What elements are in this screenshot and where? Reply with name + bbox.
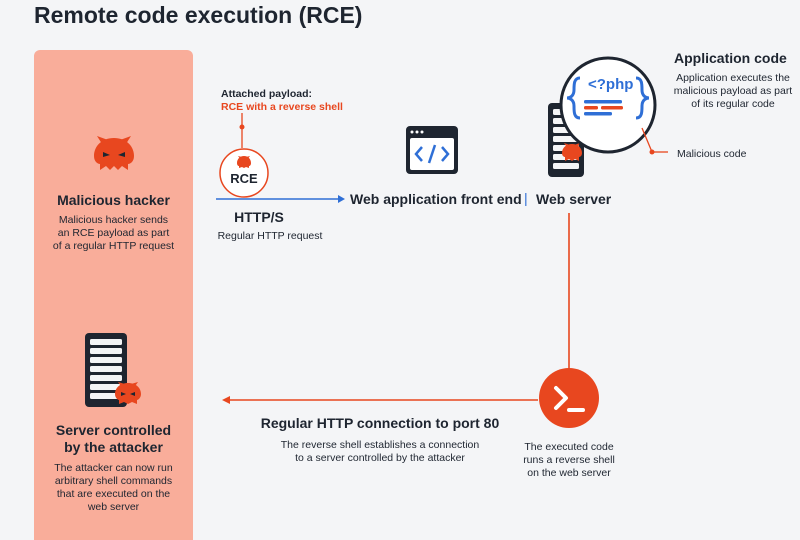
rce-badge-label: RCE	[230, 171, 258, 186]
payload-label: Attached payload:	[221, 88, 313, 100]
browser-window-icon	[406, 126, 458, 174]
app-code-magnifier	[559, 56, 657, 154]
http-label: HTTP/S	[234, 209, 284, 225]
app-code-description: Application executes the malicious paylo…	[673, 72, 793, 110]
malicious-code-pointer	[641, 127, 653, 153]
server-devil-icon	[562, 143, 582, 161]
hacker-description: Malicious hacker sends an RCE payload as…	[52, 214, 175, 252]
page-title: Remote code execution (RCE)	[34, 2, 363, 28]
label-separator: |	[524, 190, 528, 206]
rce-payload-circle	[219, 148, 269, 198]
payload-pointer-dot	[239, 124, 245, 130]
hacker-label: Malicious hacker	[57, 192, 170, 208]
small-devil-icon	[237, 156, 251, 168]
php-tag-text: <?php	[588, 76, 634, 93]
frontend-label: Web application front end	[350, 191, 522, 207]
code-brackets-icon	[566, 76, 650, 120]
attacker-devil-icon	[115, 382, 141, 404]
reverse-shell-icon	[539, 368, 599, 428]
attacker-server-icon	[85, 333, 127, 407]
shell-description: The executed code runs a reverse shell o…	[523, 441, 615, 479]
app-code-label: Application code	[674, 50, 787, 66]
connection-description: The reverse shell establishes a connecti…	[280, 439, 480, 464]
attacker-panel	[34, 50, 193, 540]
payload-value: RCE with a reverse shell	[221, 101, 343, 113]
attacker-server-description: The attacker can now run arbitrary shell…	[54, 462, 173, 513]
http-sublabel: Regular HTTP request	[217, 230, 323, 242]
hacker-devil-icon	[94, 136, 134, 170]
webserver-label: Web server	[536, 191, 612, 207]
connection-label: Regular HTTP connection to port 80	[260, 415, 500, 431]
attacker-server-label: Server controlled by the attacker	[55, 422, 172, 455]
malicious-code-label: Malicious code	[677, 148, 747, 160]
